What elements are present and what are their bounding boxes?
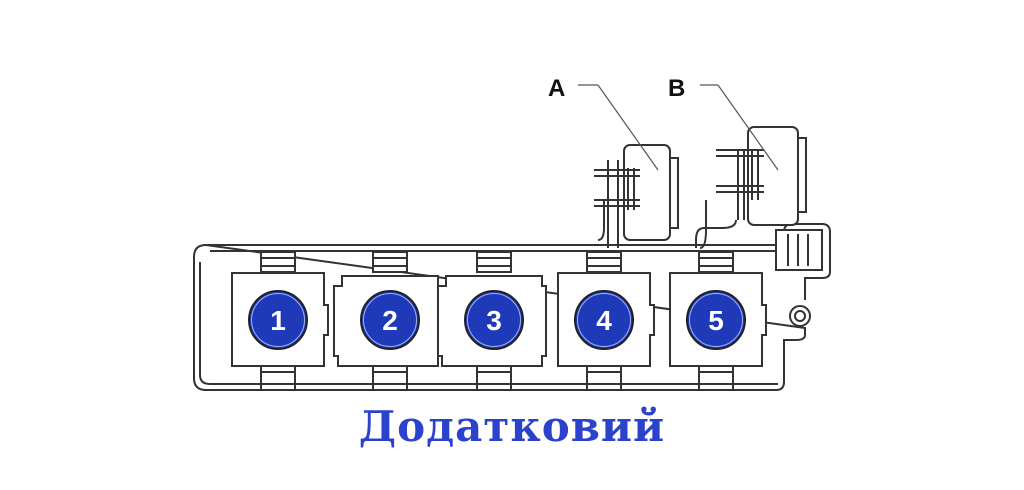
fuse-number-badge xyxy=(360,290,420,350)
relay-a-label: A xyxy=(548,75,565,102)
fuse-clip xyxy=(372,365,408,391)
mounting-hole xyxy=(789,305,811,327)
fuse-clip xyxy=(260,251,296,273)
fuse-slot-4[interactable]: 4 xyxy=(557,251,655,391)
fuse-number-label: 2 xyxy=(382,305,398,336)
fuse-number-label: 1 xyxy=(270,305,286,336)
fuse-number-badge xyxy=(686,290,746,350)
fuse-slot-5[interactable]: 5 xyxy=(669,251,767,391)
diagnostic-connector xyxy=(775,229,823,271)
fuse-number-badge xyxy=(464,290,524,350)
relay-b-label: B xyxy=(668,75,685,102)
relay-a xyxy=(578,84,707,249)
fuse-number-badge xyxy=(574,290,634,350)
fuse-clip xyxy=(698,365,734,391)
fuse-slot-1[interactable]: 1 xyxy=(231,251,329,391)
fuse-clip xyxy=(476,365,512,391)
relay-b xyxy=(695,84,807,248)
fuse-clip xyxy=(586,251,622,273)
fuse-box-caption: Додатковий xyxy=(358,402,666,451)
fuse-number-label: 4 xyxy=(596,305,612,336)
fuse-number-badge xyxy=(248,290,308,350)
fuse-slot-3[interactable]: 3 xyxy=(437,251,547,391)
fuse-clip xyxy=(372,251,408,273)
fuse-clip xyxy=(260,365,296,391)
fuse-number-label: 5 xyxy=(708,305,724,336)
fuse-clip xyxy=(698,251,734,273)
fuse-clip xyxy=(476,251,512,273)
fuse-number-label: 3 xyxy=(486,305,502,336)
fuse-clip xyxy=(586,365,622,391)
